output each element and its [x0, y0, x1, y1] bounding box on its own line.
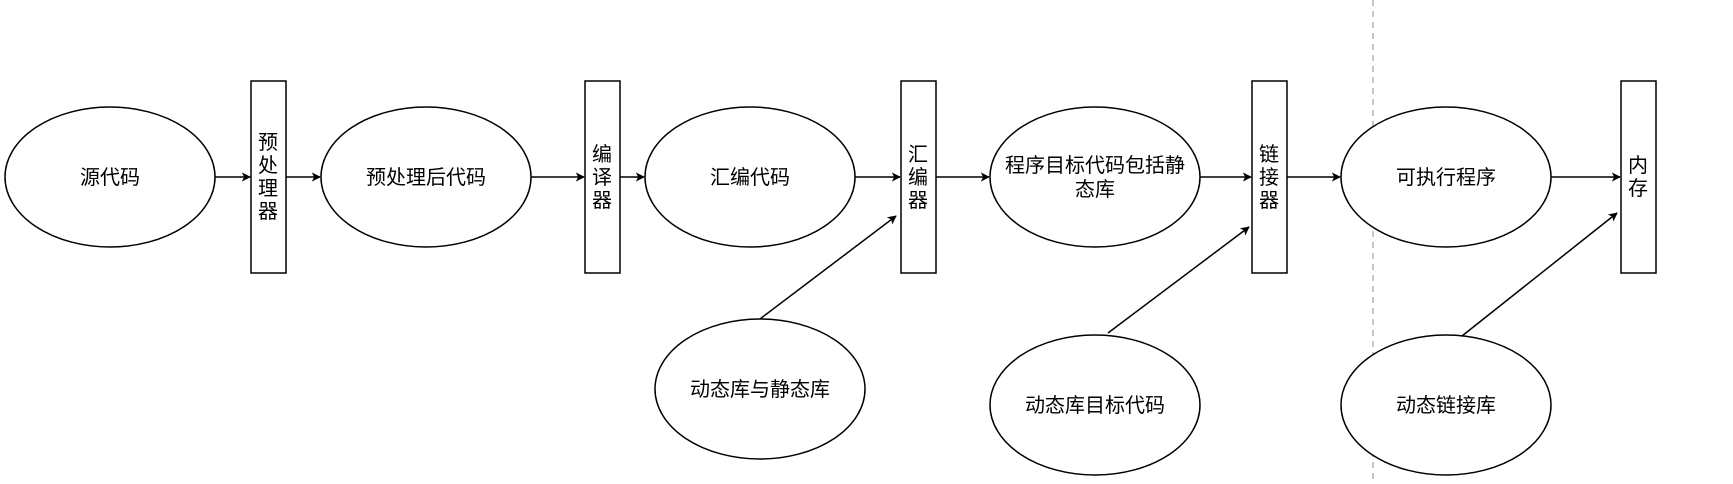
node-source-code-label: 源代码	[80, 165, 140, 189]
node-memory-shape[interactable]	[1620, 80, 1657, 274]
node-assembly-code-label: 汇编代码	[710, 165, 790, 189]
node-assembler-shape[interactable]	[900, 80, 937, 274]
node-linker-label: 链接器	[1259, 141, 1279, 212]
edge-dyn-static-libs-to-assembler[interactable]	[759, 215, 897, 320]
node-preprocessor-label: 预处理器	[258, 130, 278, 223]
node-executable-label: 可执行程序	[1396, 165, 1496, 189]
edge-dyn-link-lib-to-memory[interactable]	[1461, 212, 1618, 337]
node-assembler-label: 汇编器	[908, 141, 928, 212]
node-dyn-static-libs-label: 动态库与静态库	[690, 377, 830, 401]
node-dyn-lib-object-shape[interactable]	[989, 334, 1201, 476]
node-dyn-link-lib-label: 动态链接库	[1396, 393, 1496, 417]
edge-dyn-lib-object-to-linker[interactable]	[1107, 226, 1250, 334]
node-dyn-lib-object-label: 动态库目标代码	[1025, 393, 1165, 417]
node-compiler-label: 编译器	[592, 141, 612, 212]
node-object-code-label: 程序目标代码包括静态库	[1005, 153, 1185, 201]
node-preprocessed-code-label: 预处理后代码	[366, 165, 486, 189]
node-dyn-link-lib-shape[interactable]	[1340, 334, 1552, 476]
node-linker-shape[interactable]	[1251, 80, 1288, 274]
node-preprocessor-shape[interactable]	[250, 80, 287, 274]
node-memory-label: 内存	[1628, 153, 1648, 200]
